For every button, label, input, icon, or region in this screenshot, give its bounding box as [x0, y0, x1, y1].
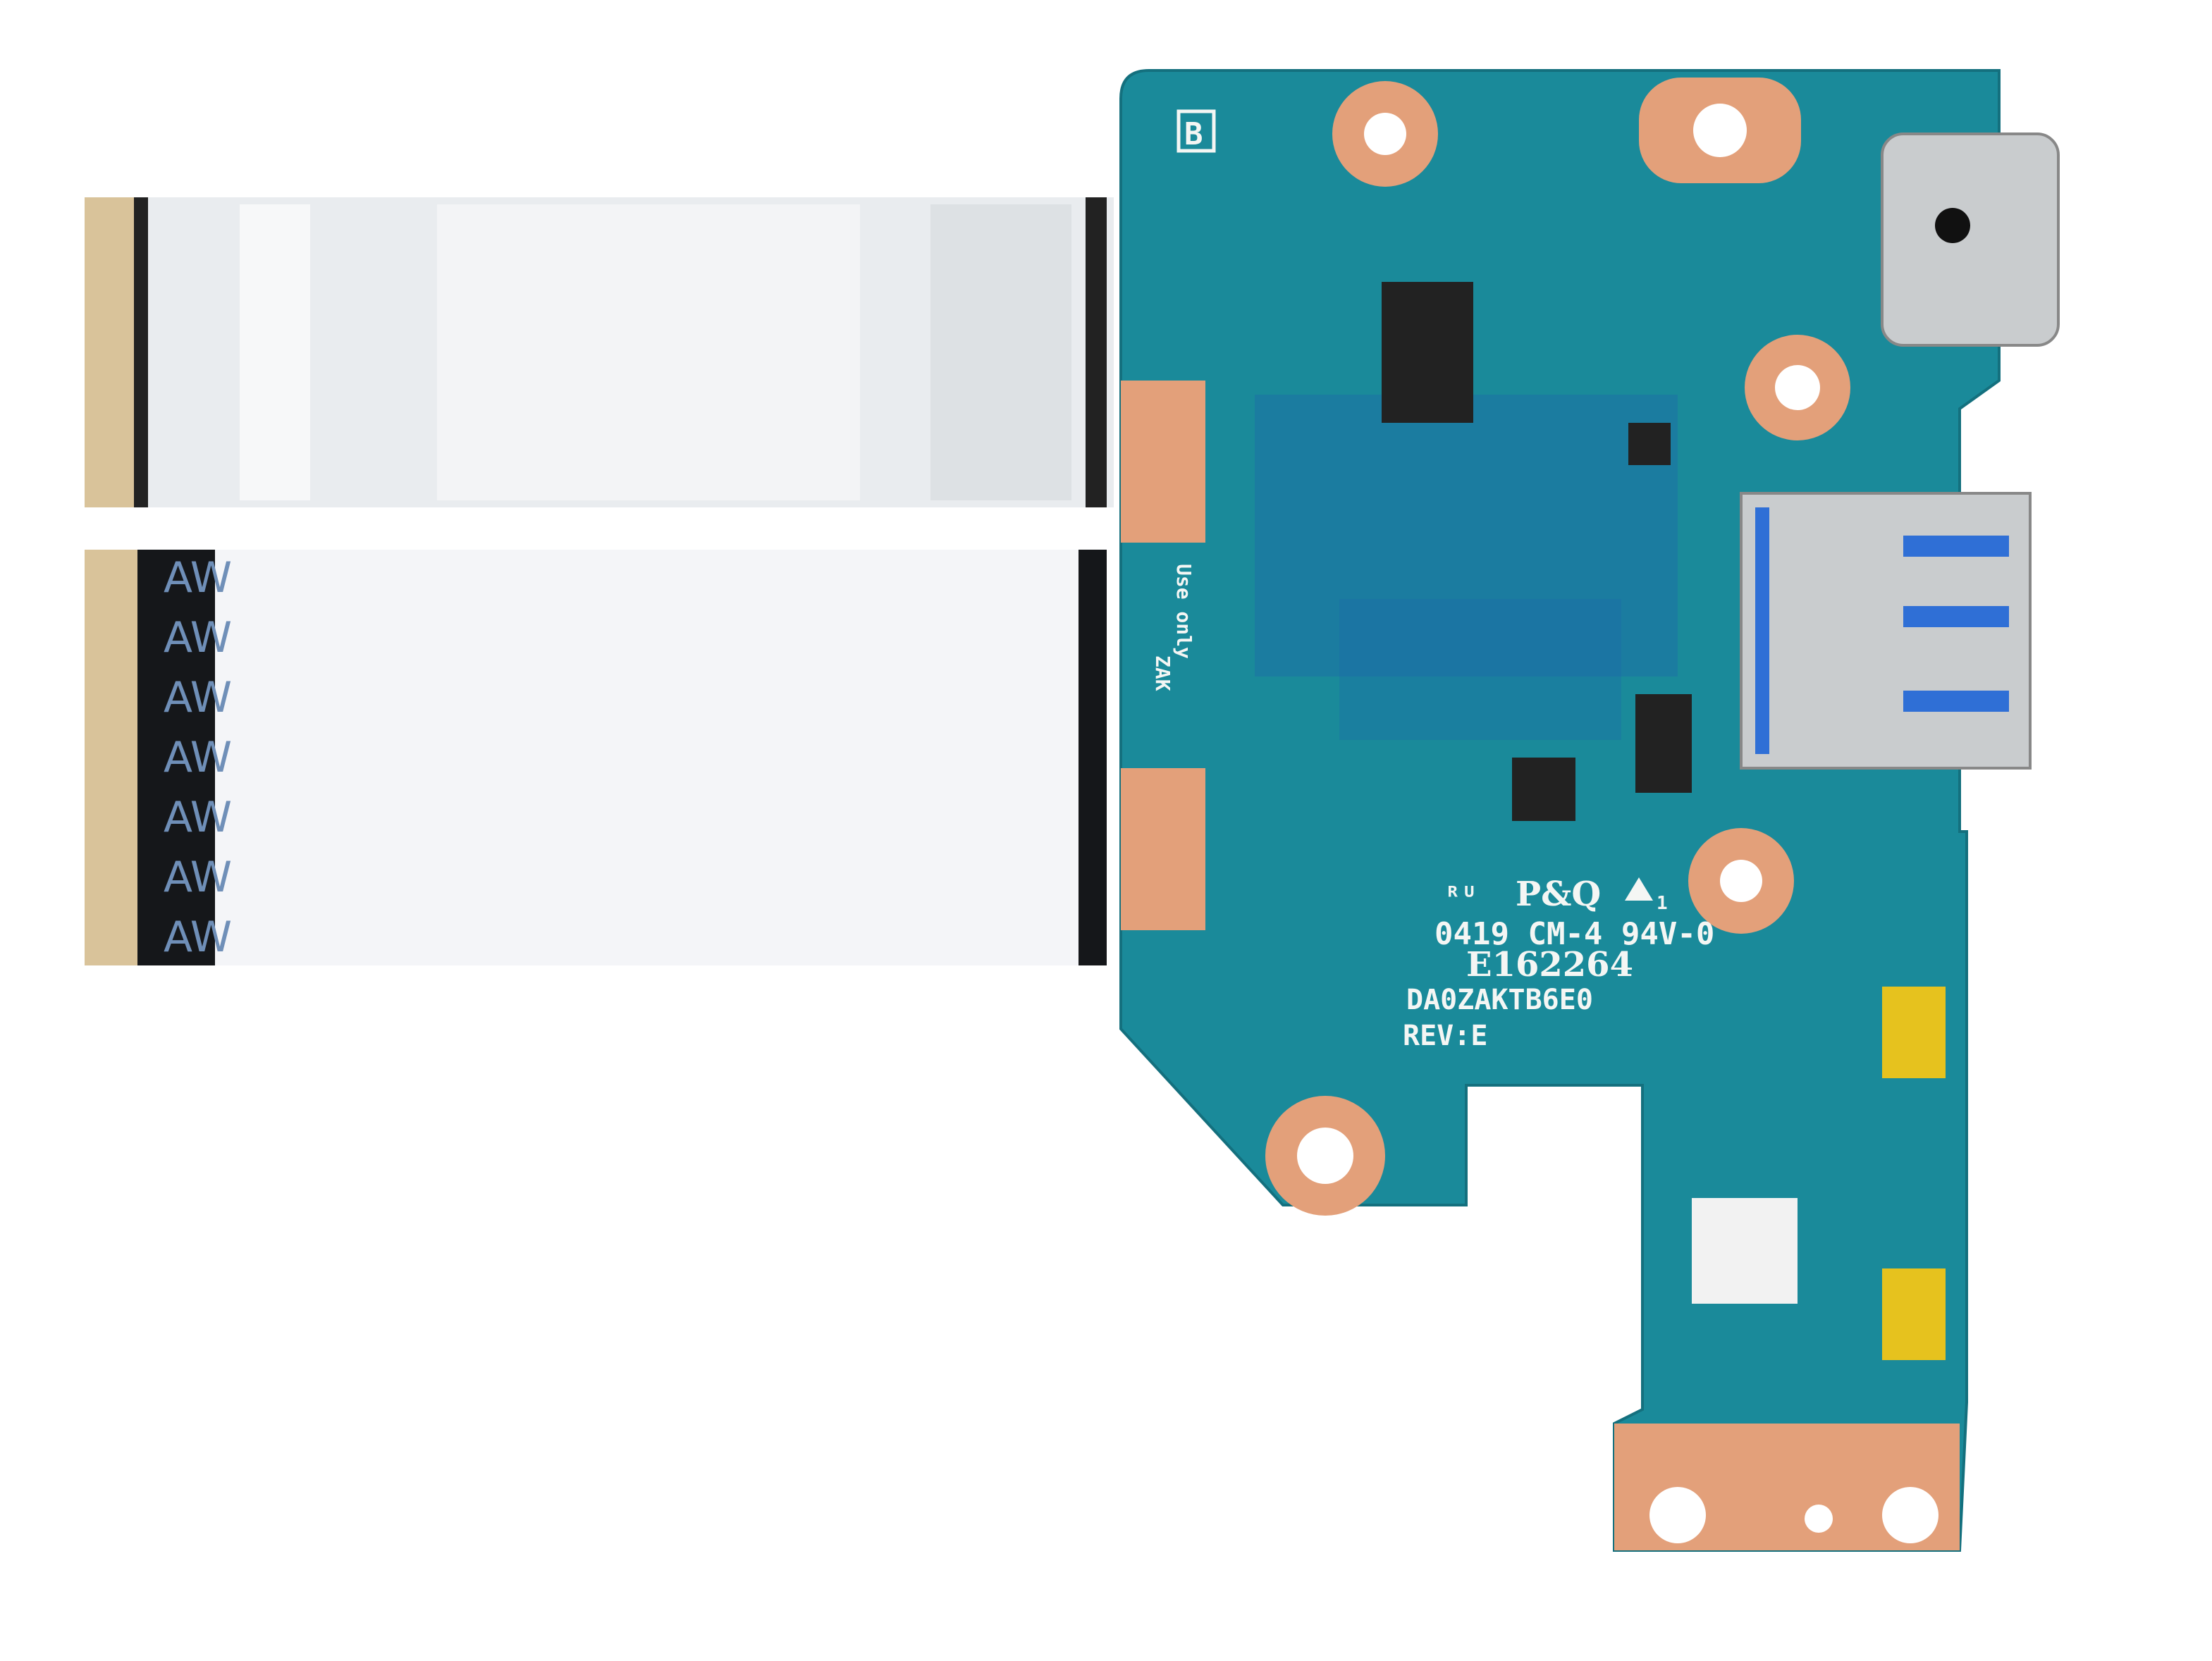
qfn-ic: [1512, 758, 1575, 821]
lower-flex-cable: AW AW AW AW AW AW AW: [85, 550, 1107, 965]
cable-print: AW AW AW AW AW AW AW: [164, 553, 232, 962]
yellow-connector: [1882, 987, 1946, 1078]
corner-marker: B: [1184, 116, 1203, 152]
part-number: DA0ZAKTB6E0: [1406, 984, 1593, 1016]
mounting-holes: [1121, 78, 1960, 1550]
svg-text:AW: AW: [164, 793, 232, 842]
revision: REV:E: [1403, 1020, 1487, 1052]
svg-text:AW: AW: [164, 733, 232, 782]
usb-c-port: [1881, 132, 2060, 347]
upper-flex-cable: [85, 197, 1114, 507]
small-ic: [1628, 423, 1671, 465]
svg-text:1: 1: [1657, 893, 1668, 914]
ul-label: P&Q: [1516, 875, 1601, 914]
shield-pad: [1692, 1198, 1798, 1304]
svg-text:AW: AW: [164, 913, 232, 962]
ul-logo: ᴿᵁ: [1445, 881, 1477, 912]
svg-text:AW: AW: [164, 613, 232, 662]
vendor-code: ZAK: [1151, 655, 1174, 691]
date-rating: 0419 CM-4 94V-0: [1434, 916, 1714, 952]
yellow-connector: [1882, 1268, 1946, 1360]
use-only-label: Use only: [1172, 564, 1196, 659]
ul-file-number: E162264: [1466, 945, 1633, 984]
svg-text:AW: AW: [164, 673, 232, 722]
main-ic: [1382, 282, 1473, 423]
svg-text:AW: AW: [164, 553, 232, 603]
usb-a-port: [1740, 492, 2032, 770]
diode: [1635, 694, 1692, 793]
svg-text:AW: AW: [164, 853, 232, 902]
